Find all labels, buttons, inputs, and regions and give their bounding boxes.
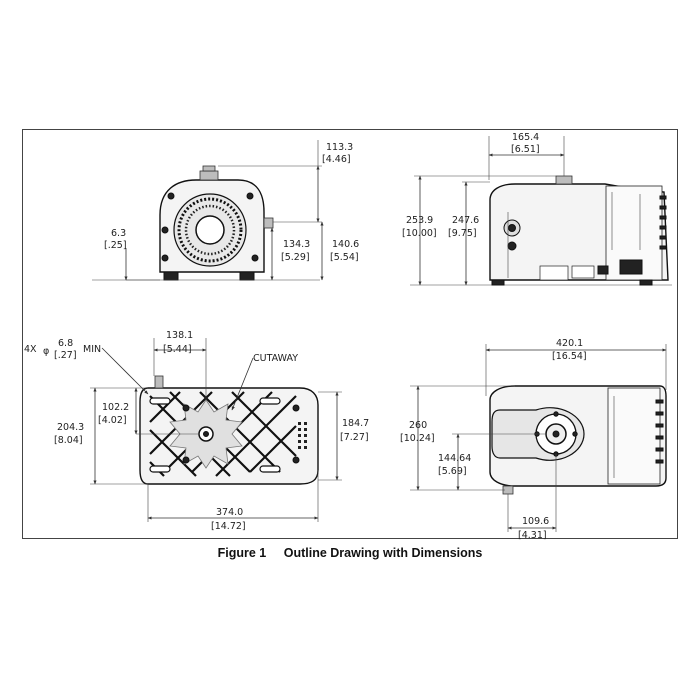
- top-dim-length-mm: 420.1: [556, 338, 583, 349]
- top-dim-width-in: [10.24]: [400, 433, 435, 444]
- bottom-view: 4X φ 6.8 [.27] MIN CUTAWAY 138.1 [5.44] …: [24, 330, 369, 532]
- bottom-dim-top-mm: 138.1: [166, 330, 193, 341]
- bottom-holes-in: [.27]: [54, 350, 77, 361]
- front-foot-right: [239, 271, 255, 281]
- front-dim-top-in: [4.46]: [322, 154, 351, 165]
- figure-number: Figure 1: [217, 546, 267, 560]
- bottom-holes-prefix: 4X: [24, 344, 37, 355]
- front-dim-height-mm: 140.6: [332, 239, 359, 250]
- front-inlet-flange: [202, 165, 216, 172]
- front-dim-height-in: [5.54]: [330, 252, 359, 263]
- bottom-holes-suffix: MIN: [83, 344, 101, 355]
- front-dim-inlet-mm: 134.3: [283, 239, 310, 250]
- front-dim-left-mm: 6.3: [111, 228, 126, 239]
- bottom-dim-top-in: [5.44]: [163, 344, 192, 355]
- front-inlet-port: [199, 170, 219, 181]
- bottom-dim-center-mm: 102.2: [102, 402, 129, 413]
- side-dim-top-mm: 165.4: [512, 132, 539, 143]
- top-dim-length-in: [16.54]: [552, 351, 587, 362]
- bottom-dim-length-in: [14.72]: [211, 521, 246, 532]
- bottom-vent-grid: [298, 422, 307, 449]
- top-dim-center-mm: 144.64: [438, 453, 471, 464]
- top-dim-offset-mm: 109.6: [522, 516, 549, 527]
- fan-grille: [177, 197, 243, 263]
- side-inlet-port: [555, 175, 573, 185]
- front-dim-top-mm: 113.3: [326, 142, 353, 153]
- top-dim-center-in: [5.69]: [438, 466, 467, 477]
- bottom-dim-feet-in: [7.27]: [340, 432, 369, 443]
- top-motor-fins: [607, 387, 664, 485]
- drawing-frame: [22, 129, 678, 539]
- front-dim-left-in: [.25]: [104, 240, 127, 251]
- figure-title: Outline Drawing with Dimensions: [283, 546, 483, 560]
- power-switch: [619, 259, 643, 275]
- bottom-dim-feet-mm: 184.7: [342, 418, 369, 429]
- front-dim-inlet-in: [5.29]: [281, 252, 310, 263]
- figure-caption: Figure 1 Outline Drawing with Dimensions: [0, 546, 700, 560]
- side-dim-top-in: [6.51]: [511, 144, 540, 155]
- top-dim-offset-in: [4.31]: [518, 530, 547, 541]
- bottom-dim-width-in: [8.04]: [54, 435, 83, 446]
- bottom-cutaway-label: CUTAWAY: [253, 353, 298, 364]
- bottom-holes-phi: φ: [43, 346, 49, 357]
- top-dim-width-mm: 260: [409, 420, 427, 431]
- top-view: 420.1 [16.54] 260 [10.24] 144.64 [5.69] …: [400, 338, 667, 541]
- rating-label: [539, 265, 569, 281]
- side-dim-total-mm: 253.9: [406, 215, 433, 226]
- front-exhaust-port: [263, 217, 274, 229]
- fan-hub: [195, 215, 225, 245]
- bottom-dim-length-mm: 374.0: [216, 507, 243, 518]
- side-dim-body-in: [9.75]: [448, 228, 477, 239]
- bottom-holes-mm: 6.8: [58, 338, 73, 349]
- front-view: 113.3 [4.46] 6.3 [.25] 134.3 [5.29] 140.…: [92, 140, 359, 281]
- side-dim-total-in: [10.00]: [402, 228, 437, 239]
- side-view: 165.4 [6.51] 253.9 [10.00] 247.6 [9.75]: [402, 132, 672, 286]
- side-dim-body-mm: 247.6: [452, 215, 479, 226]
- front-foot-left: [163, 271, 179, 281]
- bottom-dim-center-in: [4.02]: [98, 415, 127, 426]
- bottom-dim-width-mm: 204.3: [57, 422, 84, 433]
